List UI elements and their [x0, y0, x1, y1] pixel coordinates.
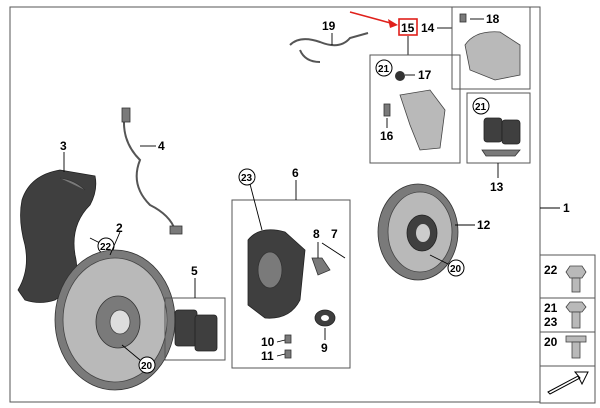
label-15: 15	[401, 21, 415, 35]
highlight-box-15	[398, 18, 418, 36]
red-pointer-arrow	[349, 11, 395, 25]
bolt-21-icon	[565, 301, 587, 329]
bolt-20-icon	[565, 335, 587, 359]
callout-22: 22	[100, 242, 112, 253]
part-brake-disc-front	[54, 249, 176, 391]
label-1: 1	[563, 201, 570, 215]
part-guide-spring	[311, 257, 331, 276]
callout-20-rear: 20	[450, 264, 462, 275]
part-wear-sensor-front	[121, 107, 183, 235]
legend-label-23: 23	[544, 315, 558, 329]
label-4: 4	[158, 139, 165, 153]
label-2: 2	[116, 221, 123, 235]
label-3: 3	[60, 139, 67, 153]
callout-23: 23	[241, 173, 253, 184]
page-corner-arrow-icon	[547, 371, 589, 395]
callout-21-bracket: 21	[378, 64, 390, 75]
part-brake-disc-rear	[377, 183, 459, 281]
part-brake-pads-rear	[481, 117, 521, 157]
legend-frame	[539, 254, 596, 404]
legend-label-20: 20	[544, 335, 558, 349]
label-14: 14	[421, 21, 435, 35]
bracket-box	[369, 54, 461, 164]
bolt-22-icon	[565, 265, 587, 293]
label-7: 7	[331, 227, 338, 241]
legend-label-21: 21	[544, 301, 558, 315]
main-frame	[9, 6, 541, 403]
part-caliper-bracket	[399, 89, 446, 151]
label-10: 10	[261, 335, 275, 349]
label-6: 6	[292, 166, 299, 180]
part-wear-sensor-rear	[289, 32, 369, 63]
label-12: 12	[477, 218, 491, 232]
caliper-box	[231, 199, 351, 369]
part-brake-pads-front	[174, 309, 218, 352]
label-5: 5	[191, 264, 198, 278]
label-18: 18	[486, 12, 500, 26]
rear-caliper-box	[451, 6, 531, 90]
label-11: 11	[261, 349, 274, 363]
callout-20-front: 20	[141, 361, 153, 372]
part-brake-caliper	[247, 229, 306, 319]
label-13: 13	[490, 180, 504, 194]
label-8: 8	[313, 227, 320, 241]
label-19: 19	[322, 19, 336, 33]
label-9: 9	[321, 341, 328, 355]
label-17: 17	[418, 68, 432, 82]
pads-box-rear	[466, 92, 531, 164]
label-16: 16	[380, 129, 394, 143]
part-rear-caliper	[464, 31, 521, 81]
legend-label-22: 22	[544, 263, 558, 277]
callout-21-pads: 21	[475, 102, 487, 113]
